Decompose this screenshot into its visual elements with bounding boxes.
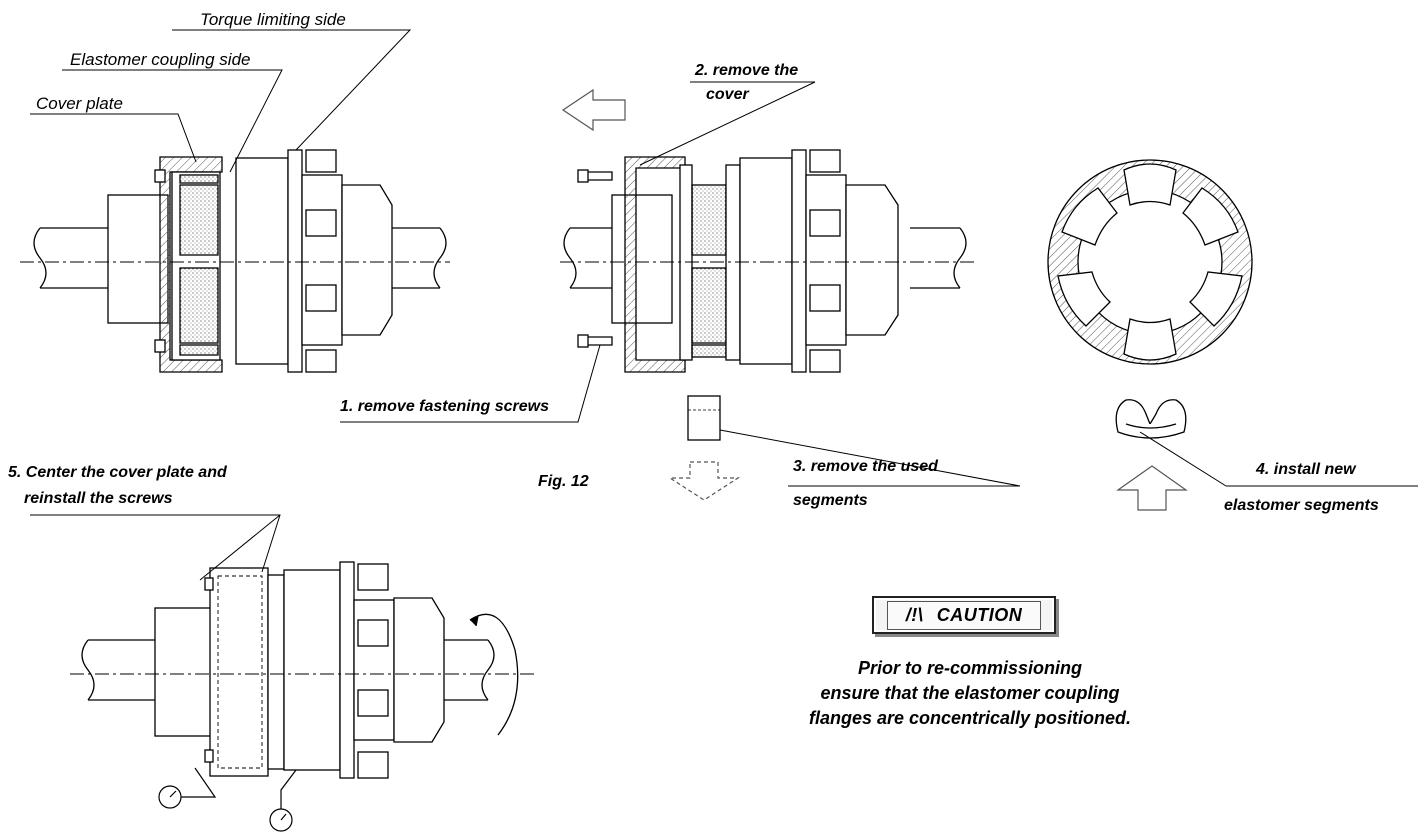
dial-gauge-icon <box>158 767 217 809</box>
screw-icon <box>577 334 613 348</box>
step1-label: 1. remove fastening screws <box>340 398 549 415</box>
screw-icon <box>577 169 613 183</box>
arrow-up-icon <box>1116 465 1188 511</box>
coupling-view-reassembly <box>70 561 535 779</box>
caution-note-line1: Prior to re-commissioning <box>857 658 1083 678</box>
step2-label-line2: cover <box>706 86 749 103</box>
coupling-view-assembled <box>20 149 450 373</box>
dial-gauge-icon <box>269 769 297 832</box>
step5-label-line1: 5. Center the cover plate and <box>8 464 227 481</box>
cover-plate-label: Cover plate <box>36 94 123 113</box>
step2-label-line1: 2. remove the <box>695 62 799 79</box>
caution-symbol: /!\ <box>905 604 924 625</box>
used-segment-icon <box>687 395 721 441</box>
figure-number: Fig. 12 <box>538 473 589 490</box>
step3-label-line1: 3. remove the used <box>793 458 938 475</box>
new-segment-icon <box>1115 399 1187 439</box>
step4-label-line1: 4. install new <box>1256 461 1356 478</box>
torque-limiting-side-label: Torque limiting side <box>200 10 346 29</box>
caution-badge-inner: /!\ CAUTION <box>886 600 1042 630</box>
rotation-arrow-icon <box>469 613 519 736</box>
leader-lines <box>30 29 1418 581</box>
elastomer-ring <box>1047 159 1253 365</box>
step3-label-line2: segments <box>793 492 868 509</box>
caution-badge: /!\ CAUTION <box>872 596 1056 634</box>
step4-label-line2: elastomer segments <box>1224 497 1379 514</box>
step5-label-line2: reinstall the screws <box>24 490 173 507</box>
caution-note: Prior to re-commissioning ensure that th… <box>760 656 1180 731</box>
caution-note-line3: flanges are concentrically positioned. <box>808 708 1132 728</box>
caution-label: CAUTION <box>936 604 1023 625</box>
caution-note-line2: ensure that the elastomer coupling <box>820 683 1120 703</box>
coupling-view-disassembly <box>560 149 975 441</box>
arrow-left-icon <box>561 88 626 132</box>
arrow-down-icon <box>667 461 741 501</box>
elastomer-coupling-side-label: Elastomer coupling side <box>70 50 251 69</box>
